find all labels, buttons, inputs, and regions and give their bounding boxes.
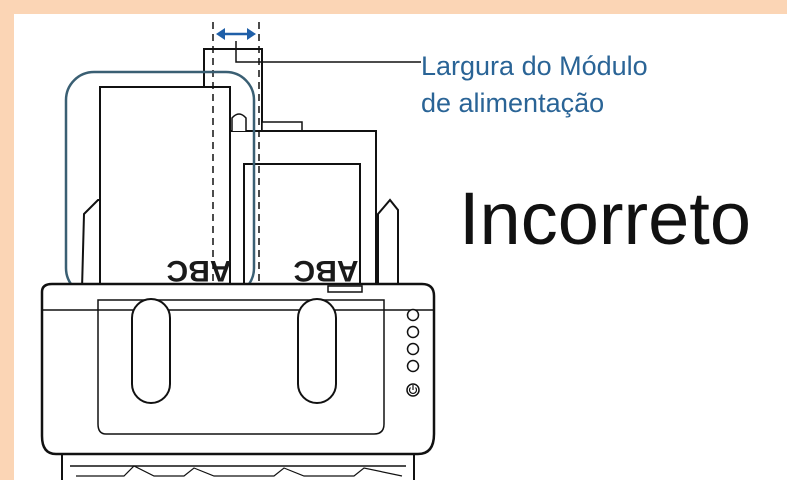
right-grip	[297, 298, 337, 404]
scanner-front-panel	[97, 299, 385, 435]
svg-text:ABC: ABC	[294, 254, 359, 287]
right-chute-guide	[377, 198, 399, 290]
power-icon	[406, 383, 420, 397]
top-slot	[327, 285, 363, 293]
control-button-1	[406, 308, 420, 322]
control-button-4	[406, 359, 420, 373]
svg-text:ABC: ABC	[167, 254, 232, 287]
illustration-canvas: ABC ABC	[14, 14, 787, 480]
scanner-illustration: ABC ABC	[40, 22, 436, 480]
width-arrow	[216, 28, 256, 40]
callout-line-1: Largura do Módulo	[421, 51, 648, 81]
output-tray-detail	[76, 465, 403, 477]
callout-leader-line	[235, 41, 421, 63]
front-document-sheet	[99, 86, 231, 294]
paper-tab	[231, 113, 247, 131]
middle-document-sheet	[243, 163, 361, 293]
control-button-3	[406, 342, 420, 356]
abc-label-front: ABC	[167, 254, 232, 287]
control-buttons	[406, 308, 420, 397]
left-grip	[131, 298, 171, 404]
control-button-2	[406, 325, 420, 339]
output-tray-sides	[61, 454, 415, 480]
incorrect-label: Incorreto	[459, 177, 752, 260]
callout-line-2: de alimentação	[421, 88, 605, 118]
abc-label-back: ABC	[294, 254, 359, 287]
feed-module-width-callout: Largura do Módulo de alimentação	[421, 48, 648, 122]
